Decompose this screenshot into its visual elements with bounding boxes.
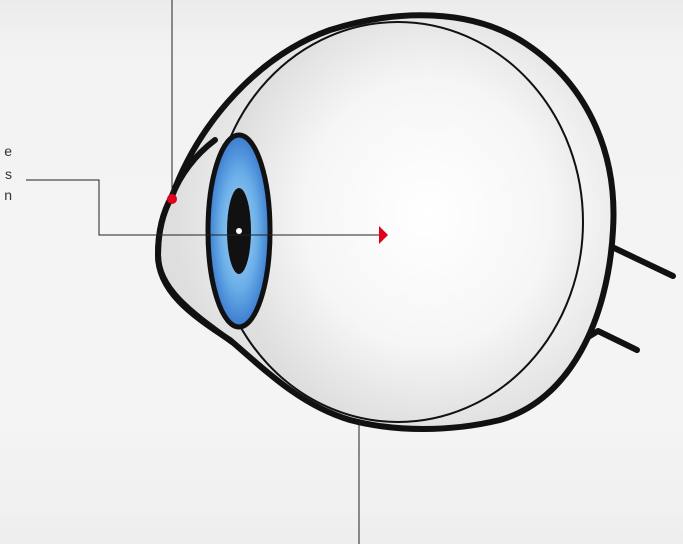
left-label-line-1: e: [4, 143, 12, 159]
left-label-line-3: n: [4, 187, 12, 203]
left-label-line-2: s: [5, 166, 12, 182]
leader-line-left: [26, 179, 379, 236]
cornea-outline: [154, 137, 235, 345]
red-dot-marker: [167, 194, 177, 204]
red-triangle-arrow: [379, 226, 388, 244]
pupil-center-dot: [236, 228, 242, 234]
optic-nerve-upper: [607, 202, 676, 279]
